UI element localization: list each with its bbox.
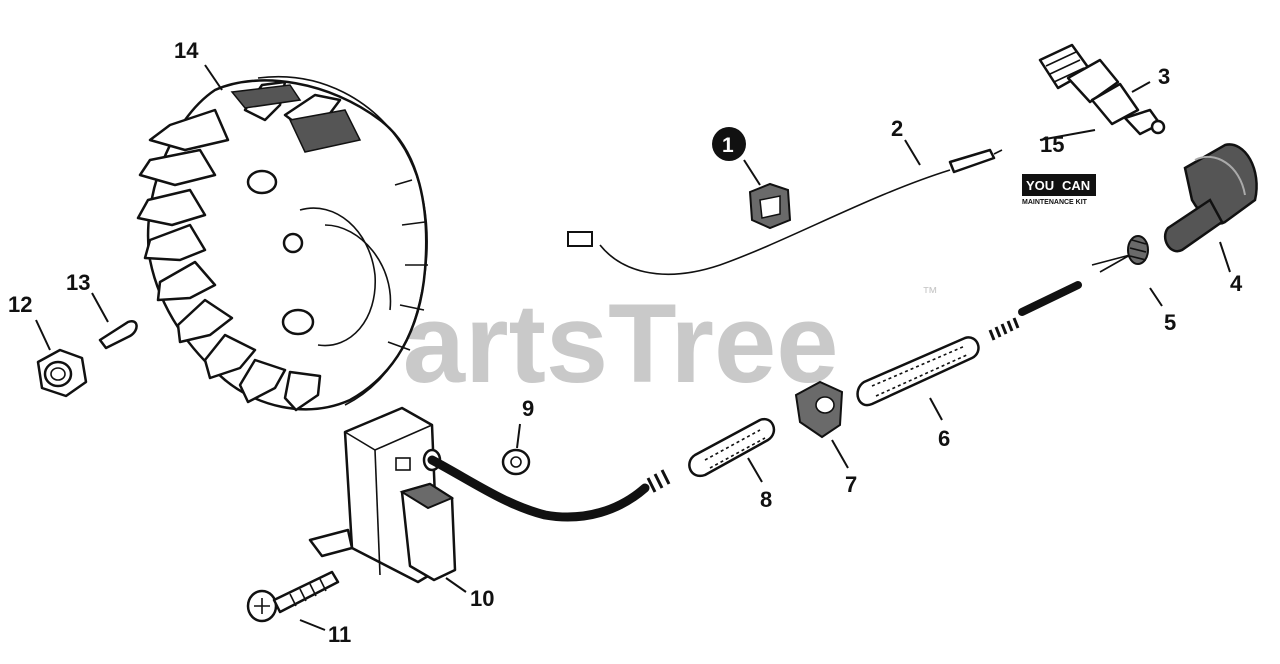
flywheel-nut-part[interactable] [36, 348, 88, 398]
ignition-module-part[interactable] [308, 406, 457, 584]
terminal-spring-part[interactable] [1091, 235, 1149, 273]
callout-12: 12 [8, 292, 32, 317]
logo-can-text: CAN [1062, 178, 1090, 193]
callout-13: 13 [66, 270, 90, 295]
woodruff-key-part[interactable] [98, 319, 138, 350]
ignition-cable [427, 455, 650, 522]
callout-11: 11 [328, 622, 351, 647]
stop-wire-part[interactable] [567, 148, 1003, 276]
callout-2: 2 [891, 116, 903, 141]
callout-14: 14 [174, 38, 199, 63]
callout-3: 3 [1158, 64, 1170, 89]
logo-you-text: YOU [1026, 178, 1054, 193]
cable-end-marks [646, 469, 671, 493]
washer-part[interactable] [501, 448, 531, 476]
callout-6: 6 [938, 426, 950, 451]
callout-8: 8 [760, 487, 772, 512]
callout-9: 9 [522, 396, 534, 421]
callout-15: 15 [1040, 132, 1064, 157]
leader-lines [35, 64, 1231, 631]
small-sleeve-part[interactable] [688, 417, 776, 478]
trademark-mark: ™ [922, 285, 938, 302]
wire-clip-part[interactable] [748, 182, 792, 230]
spring-coil-part[interactable] [988, 281, 1082, 341]
spark-plug-boot-part[interactable] [1163, 143, 1258, 253]
callout-10: 10 [470, 586, 494, 611]
callout-1-badge [712, 127, 746, 161]
callout-7: 7 [845, 472, 857, 497]
callout-1: 1 [722, 134, 734, 157]
logo-kit-text: MAINTENANCE KIT [1022, 199, 1088, 206]
spark-plug-part[interactable] [1038, 43, 1166, 136]
callout-4: 4 [1230, 271, 1243, 296]
screw-part[interactable] [246, 570, 340, 623]
callout-5: 5 [1164, 310, 1176, 335]
long-sleeve-part[interactable] [856, 336, 980, 407]
grommet-part[interactable] [794, 380, 844, 439]
flywheel-part[interactable] [136, 76, 428, 412]
you-can-kit-logo: YOU CAN MAINTENANCE KIT [1022, 174, 1096, 206]
